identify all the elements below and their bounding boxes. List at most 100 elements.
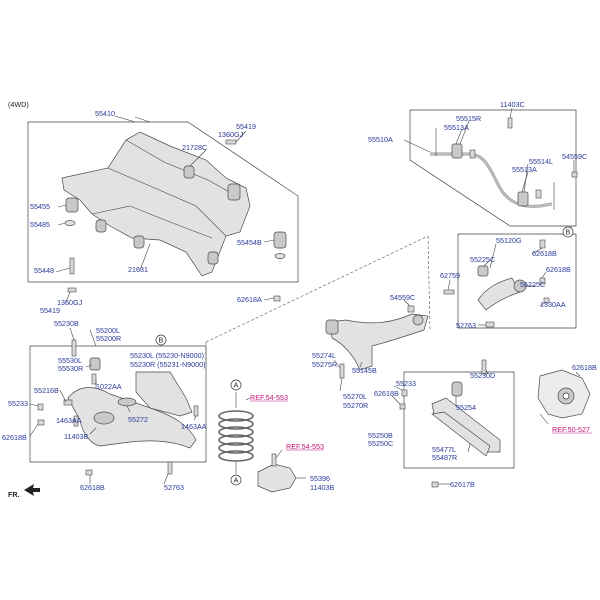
label-55510a: 55510A [368, 135, 393, 144]
label-1330aa: 1330AA [540, 300, 566, 309]
label-1022aa: 1022AA [96, 382, 122, 391]
stabilizer-group: 11403C 55510A 55515R 55513A 55514L 55513… [368, 100, 587, 233]
label-11403b-right: 11403B [310, 483, 334, 492]
upper-arm [477, 277, 521, 311]
trailing-arm [329, 313, 429, 371]
label-55514l: 55514L [529, 157, 553, 166]
lateral-arm-group: 55233 62618B 55230D 55254 55250B 55250C … [368, 359, 515, 489]
label-55513a-top: 55513A [444, 123, 469, 132]
label-55515r: 55515R [456, 114, 481, 123]
callout-a-bottom-text: A [234, 476, 239, 485]
label-62618b-left: 62618B [2, 433, 27, 442]
front-direction-indicator: FR. [8, 484, 40, 499]
label-55230l: 55230L (55230-N9000) [130, 351, 204, 360]
label-55419-bottom: 55419 [40, 306, 60, 315]
label-62618b-mid: 62618B [374, 389, 399, 398]
stabilizer-bushing-left [451, 143, 463, 159]
label-55530r: 55530R [58, 364, 83, 373]
label-55250b: 55250B [368, 431, 393, 440]
label-55200r: 55200R [96, 334, 121, 343]
label-55485: 55485 [30, 220, 50, 229]
label-55230d: 55230D [470, 371, 495, 380]
label-55200l: 55200L [96, 326, 120, 335]
lower-arm-group: 55230B 55200L 55200R 55530L 55530R 55230… [2, 319, 207, 492]
label-62759: 62759 [440, 271, 460, 280]
label-55487r: 55487R [432, 453, 457, 462]
label-55270l: 55270L [343, 392, 367, 401]
bushing-55455 [65, 197, 79, 213]
label-1463aa-right: 1463AA [181, 422, 207, 431]
label-62618b-upper1: 62618B [532, 249, 557, 258]
ref-50-527: REF.50-527 [552, 425, 590, 434]
label-55275r: 55275R [312, 360, 337, 369]
callout-a-bottom [230, 474, 242, 486]
label-55455: 55455 [30, 202, 50, 211]
label-55454b: 55454B [237, 238, 262, 247]
lower-arm [67, 387, 197, 449]
label-55225c-right: 55225C [520, 280, 545, 289]
label-55410: 55410 [95, 109, 115, 118]
label-54559c-mid: 54559C [390, 293, 415, 302]
label-1360gj-bottom: 1360GJ [57, 298, 83, 307]
label-55396: 55396 [310, 474, 330, 483]
bushing-55454b [273, 231, 287, 249]
label-55145b: 55145B [352, 366, 377, 375]
label-62617b: 62617B [450, 480, 475, 489]
label-62618b-upper2: 62618B [546, 265, 571, 274]
callout-b-right [562, 226, 574, 238]
label-52763-bottom: 52763 [164, 483, 184, 492]
label-11403c: 11403C [500, 100, 525, 109]
label-21631: 21631 [128, 265, 148, 274]
label-54559c-top: 54559C [562, 152, 587, 161]
spring-seat-55272 [135, 371, 193, 417]
callout-b-left-text: B [159, 336, 164, 345]
label-55272: 55272 [128, 415, 148, 424]
bushing-21728c [183, 165, 195, 179]
label-55513a-bottom: 55513A [512, 165, 537, 174]
variant-label: (4WD) [8, 100, 29, 109]
label-55230b: 55230B [54, 319, 79, 328]
spring-group: REF.54-553 REF.54-553 55396 11403B [218, 392, 334, 493]
callout-b-left [155, 334, 167, 346]
label-11403b-left: 11403B [64, 432, 88, 441]
knuckle-group: 62618B REF.50-527 [537, 363, 597, 434]
label-1463aa-left: 1463AA [56, 416, 82, 425]
trailing-arm-group: 54559C 55274L 55275R 55145B 55270L 55270… [205, 235, 431, 410]
washer-55485 [64, 220, 76, 226]
shock-mount [257, 463, 297, 493]
label-55477l: 55477L [432, 445, 456, 454]
front-label: FR. [8, 490, 20, 499]
ref-54-553-mount: REF.54-553 [286, 442, 324, 451]
label-21728c: 21728C [182, 143, 207, 152]
label-55233-left: 55233 [8, 399, 28, 408]
callout-b-right-text: B [566, 228, 571, 237]
label-1360gj-top: 1360GJ [218, 130, 244, 139]
callout-a-top-text: A [234, 381, 239, 390]
label-55225c-left: 55225C [470, 255, 495, 264]
label-55254: 55254 [456, 403, 476, 412]
stabilizer-bushing-right [517, 191, 529, 207]
label-55230r: 55230R (55231-N9000) [130, 360, 206, 369]
label-55448: 55448 [34, 266, 54, 275]
callout-a-top [230, 379, 242, 391]
label-55250c: 55250C [368, 439, 393, 448]
label-55270r: 55270R [343, 401, 368, 410]
subframe-body [61, 131, 251, 277]
subframe-group: 55410 55419 1360GJ 21728C 55455 55485 55… [27, 109, 299, 315]
label-62618a: 62618A [237, 295, 262, 304]
circle-callouts: A A B B [155, 226, 574, 486]
label-55120g: 55120G [496, 236, 522, 245]
label-62618b-bottom: 62618B [80, 483, 105, 492]
label-55216b: 55216B [34, 386, 59, 395]
upper-arm-group: 55120G 55225C 62618B 62759 62618B 55225C… [440, 233, 577, 330]
ref-54-553-spring: REF.54-553 [250, 393, 288, 402]
label-55233-right: 55233 [396, 379, 416, 388]
label-52763-upper: 52763 [456, 321, 476, 330]
label-55530l: 55530L [58, 356, 82, 365]
front-arrow-icon [24, 484, 40, 496]
label-62618b-knuckle: 62618B [572, 363, 597, 372]
label-55274l: 55274L [312, 351, 336, 360]
label-55419-top: 55419 [236, 122, 256, 131]
coil-spring [218, 410, 254, 462]
